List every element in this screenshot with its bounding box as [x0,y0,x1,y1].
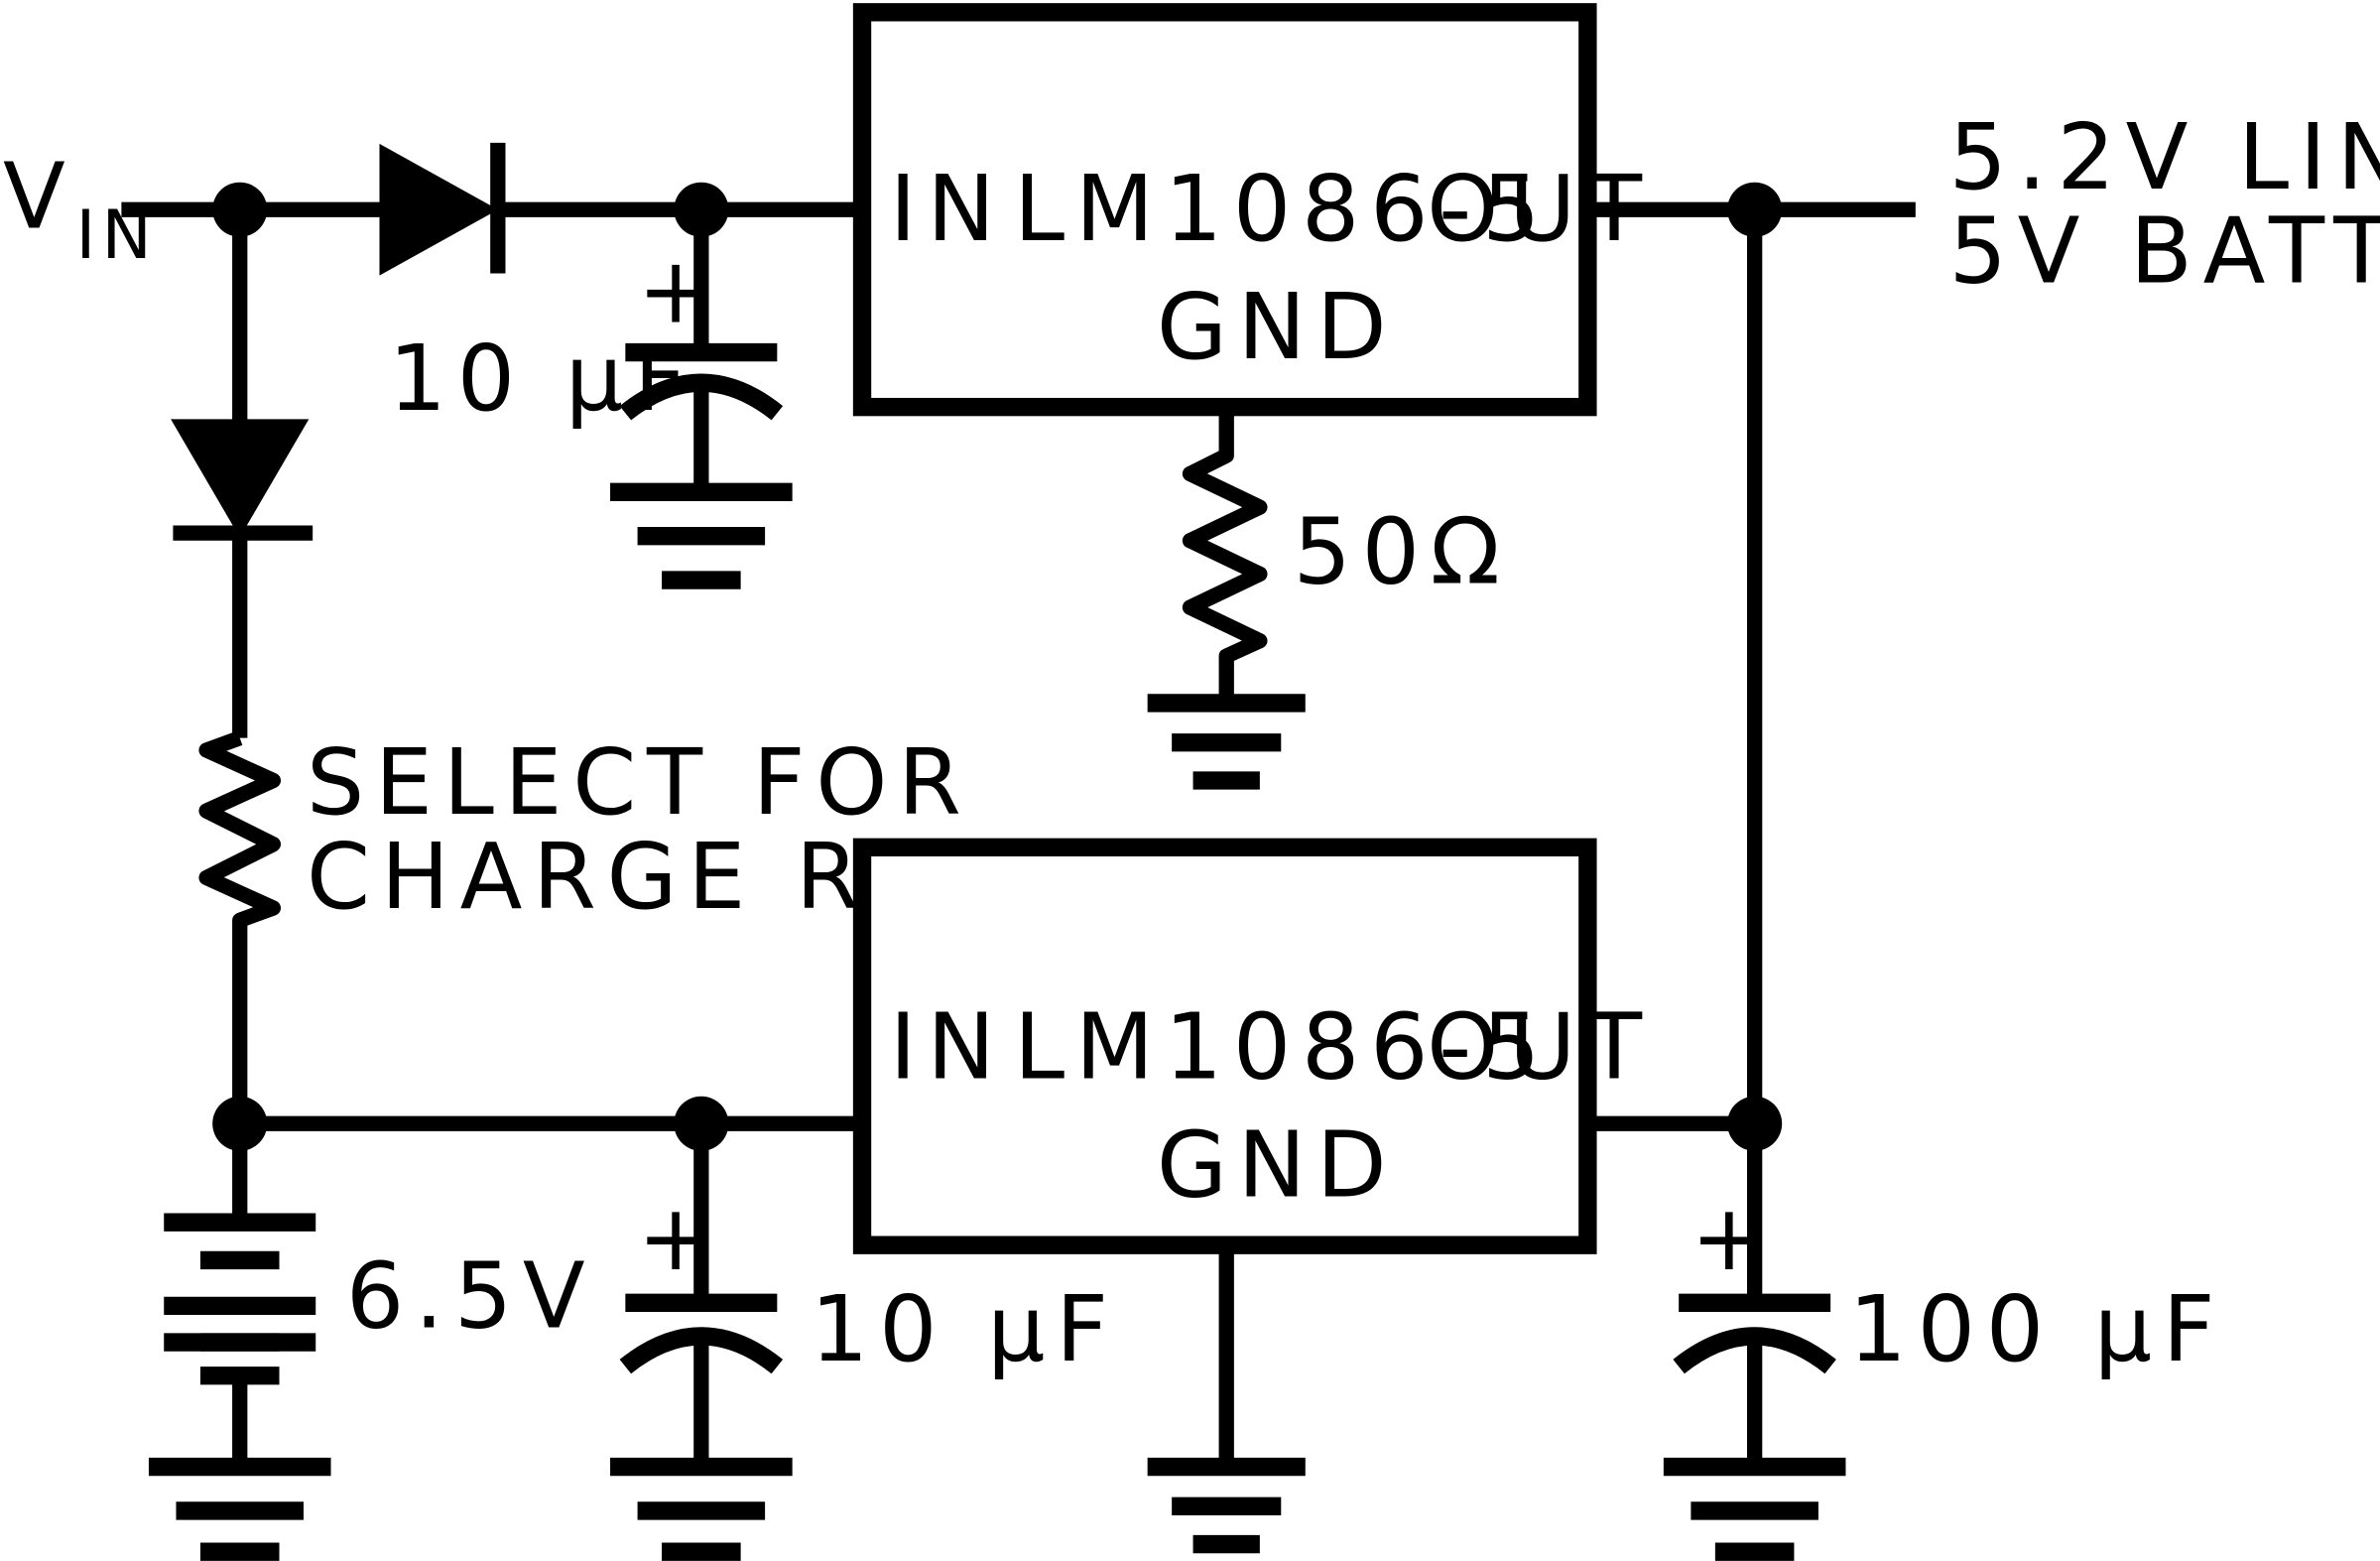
regulator-top-gnd: GND [1157,274,1398,380]
regulator-bottom-out: OUT [1427,993,1653,1100]
cap-input-top [619,209,784,492]
output-label-line2: 5V BATTERY [1948,198,2380,305]
output-label-line1: 5.2V LINE [1948,104,2380,210]
cap-input-bottom [610,1123,793,1561]
cap-output-label: 100 µF [1849,1276,2226,1382]
regulator-bottom-gnd: GND [1157,1112,1398,1219]
diode-charge [171,209,313,738]
battery [148,1123,331,1561]
resistor-charge-label-line1: SELECT FOR [307,729,972,836]
battery-label: 6.5V [346,1242,596,1349]
cap-input-top-label: 10 µF [389,325,697,432]
regulator-top: IN LM1086-5 OUT GND [852,3,1642,417]
regulator-bottom: IN LM1086-5 OUT GND [852,838,1653,1254]
diode-series [379,142,506,276]
junction-battery [212,1096,268,1151]
cap-input-bottom-label: 10 µF [811,1276,1119,1382]
cap-output-plus: + [1691,1185,1778,1291]
resistor-ground-label: 50Ω [1294,499,1511,605]
regulator-bottom-part: LM1086-5 [1014,993,1551,1100]
vin-label: VIN [3,144,158,275]
resistor-charge [198,730,282,1124]
ground-regulator-bottom [1147,1244,1306,1554]
regulator-top-in: IN [890,156,1006,262]
junction-bottom-out [1727,1096,1783,1151]
regulator-bottom-in: IN [890,993,1006,1100]
cap-output [1663,1293,1846,1561]
junction-bottom-in [674,1096,729,1151]
regulator-top-part: LM1086-5 [1014,156,1551,262]
cap-input-bottom-plus: + [638,1185,725,1291]
ground-cap-input-top [610,482,793,589]
resistor-ground [1147,407,1306,790]
cap-input-top-plus: + [638,237,725,343]
